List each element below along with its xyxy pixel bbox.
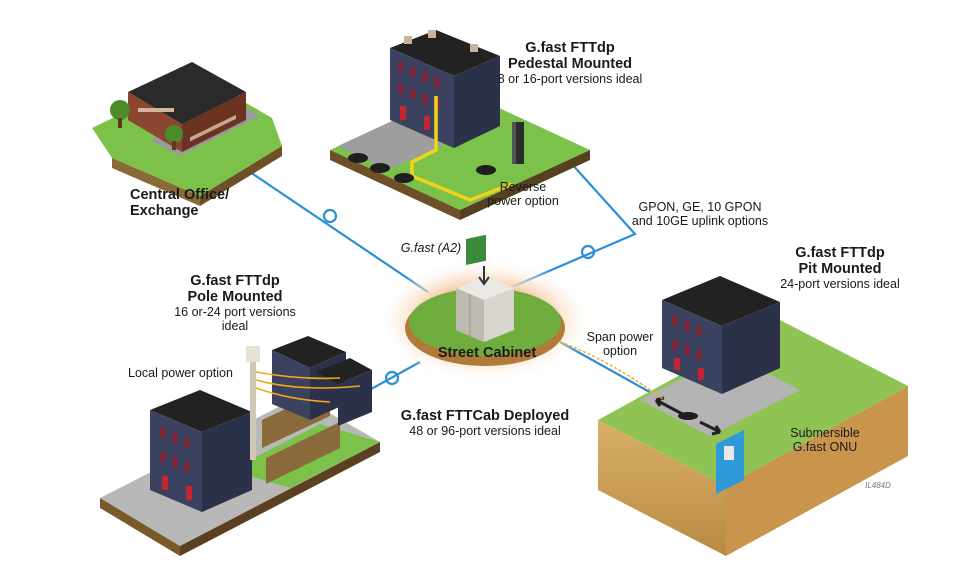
- span-power-wire: [559, 341, 665, 401]
- fiber-loop-office: [322, 208, 338, 224]
- arrow-down-icon: [478, 266, 490, 286]
- reverse-power-path: [410, 96, 513, 202]
- label-central-office: Central Office/ Exchange: [130, 187, 230, 220]
- manhole-covers: [348, 153, 496, 183]
- gfast-card-icon: [466, 234, 486, 265]
- utility-pole-icon: [250, 350, 256, 460]
- note-local-power: Local power option: [128, 366, 233, 380]
- fiber-loop-pole: [384, 370, 400, 386]
- pedestal-scene: [330, 30, 590, 220]
- fiber-loop-pedestal: [580, 244, 596, 260]
- fiber-link-office: [249, 171, 429, 293]
- pit-building-roof: [662, 276, 780, 326]
- note-reverse-power: Reverse power option: [487, 180, 559, 208]
- central-office-scene: [92, 62, 282, 206]
- pit-scene: [559, 276, 908, 556]
- pedestal-building-roof: [390, 30, 500, 76]
- tree-icon: [165, 125, 183, 143]
- pole-scene: [100, 336, 380, 556]
- local-power-wires: [255, 371, 361, 403]
- label-pole: G.fast FTTdp Pole Mounted 16 or-24 port …: [174, 273, 296, 334]
- arrow-right-icon: [699, 420, 722, 436]
- tree-icon: [110, 100, 130, 120]
- label-street-cabinet: Street Cabinet: [437, 345, 537, 361]
- label-pedestal: G.fast FTTdp Pedestal Mounted 8 or 16-po…: [497, 40, 643, 87]
- note-span-power: Span power option: [586, 330, 654, 358]
- note-gfast-card: G.fast (A2): [400, 241, 462, 255]
- street-cabinet-scene: [375, 234, 595, 382]
- pole-building-roof: [150, 390, 252, 432]
- pit-water: [716, 430, 744, 494]
- label-fttcab: G.fast FTTCab Deployed 48 or 96-port ver…: [400, 408, 570, 439]
- note-uplink: GPON, GE, 10 GPON and 10GE uplink option…: [631, 200, 769, 228]
- gfast-onu-icon: [724, 446, 734, 460]
- figure-code: IL484D: [865, 481, 891, 490]
- label-pit: G.fast FTTdp Pit Mounted 24-port version…: [780, 245, 900, 292]
- note-onu: Submersible G.fast ONU: [790, 426, 860, 454]
